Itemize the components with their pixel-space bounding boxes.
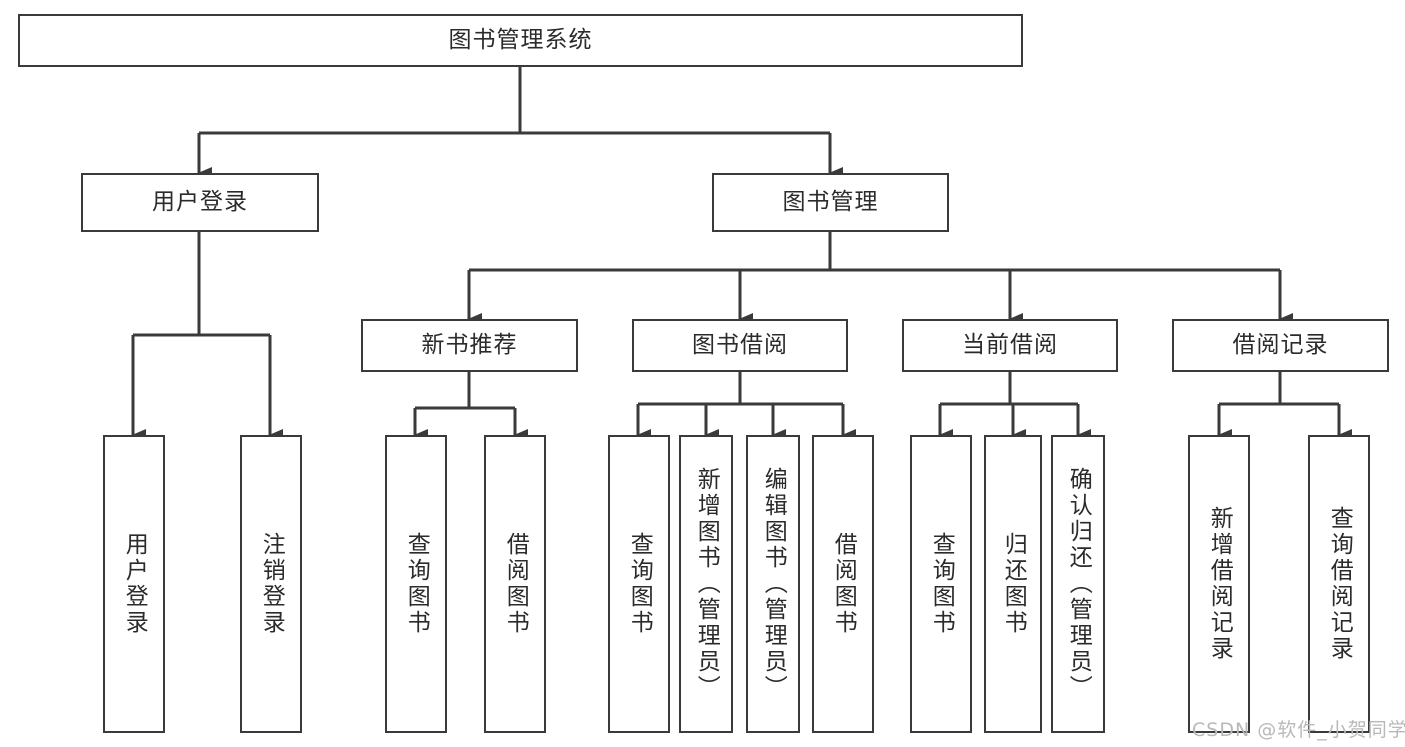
node-leaf-borrow-book-2-label: 借阅图书 — [830, 532, 857, 636]
node-leaf-logout[interactable]: 注销登录 — [240, 435, 302, 733]
node-leaf-return-book-label: 归还图书 — [1000, 532, 1027, 636]
node-user-login-label: 用户登录 — [152, 188, 248, 215]
node-leaf-logout-label: 注销登录 — [258, 532, 285, 636]
node-leaf-borrow-book-1[interactable]: 借阅图书 — [484, 435, 546, 733]
node-leaf-query-book-2[interactable]: 查询图书 — [608, 435, 670, 733]
node-book-borrow-label: 图书借阅 — [692, 331, 788, 358]
node-leaf-confirm-return-label: 确认归还（管理员） — [1065, 467, 1092, 701]
node-root[interactable]: 图书管理系统 — [18, 14, 1023, 67]
node-book-borrow[interactable]: 图书借阅 — [632, 319, 848, 372]
node-new-book-recommend[interactable]: 新书推荐 — [361, 319, 578, 372]
node-leaf-confirm-return[interactable]: 确认归还（管理员） — [1051, 435, 1105, 733]
node-leaf-query-book-1-label: 查询图书 — [403, 532, 430, 636]
node-leaf-query-record[interactable]: 查询借阅记录 — [1308, 435, 1370, 733]
node-leaf-borrow-book-2[interactable]: 借阅图书 — [812, 435, 874, 733]
node-leaf-query-book-3[interactable]: 查询图书 — [910, 435, 972, 733]
node-new-book-recommend-label: 新书推荐 — [421, 331, 518, 358]
node-leaf-add-book[interactable]: 新增图书（管理员） — [679, 435, 733, 733]
node-leaf-add-record[interactable]: 新增借阅记录 — [1188, 435, 1250, 733]
node-leaf-user-login[interactable]: 用户登录 — [103, 435, 165, 733]
node-leaf-return-book[interactable]: 归还图书 — [984, 435, 1042, 733]
node-leaf-user-login-label: 用户登录 — [121, 532, 148, 636]
node-current-borrow-label: 当前借阅 — [962, 331, 1058, 358]
watermark: CSDN @软件_小贺同学 — [1192, 719, 1405, 741]
node-root-label: 图书管理系统 — [448, 26, 593, 53]
node-leaf-query-book-1[interactable]: 查询图书 — [385, 435, 447, 733]
node-leaf-query-record-label: 查询借阅记录 — [1326, 506, 1353, 662]
node-leaf-add-book-label: 新增图书（管理员） — [693, 467, 720, 701]
node-leaf-borrow-book-1-label: 借阅图书 — [502, 532, 529, 636]
node-borrow-record[interactable]: 借阅记录 — [1172, 319, 1389, 372]
node-current-borrow[interactable]: 当前借阅 — [902, 319, 1118, 372]
node-book-manage[interactable]: 图书管理 — [712, 173, 949, 232]
node-borrow-record-label: 借阅记录 — [1232, 331, 1329, 358]
node-leaf-edit-book[interactable]: 编辑图书（管理员） — [746, 435, 800, 733]
node-user-login[interactable]: 用户登录 — [81, 173, 319, 232]
node-leaf-query-book-2-label: 查询图书 — [626, 532, 653, 636]
node-leaf-edit-book-label: 编辑图书（管理员） — [760, 467, 787, 701]
node-leaf-add-record-label: 新增借阅记录 — [1206, 506, 1233, 662]
node-leaf-query-book-3-label: 查询图书 — [928, 532, 955, 636]
node-book-manage-label: 图书管理 — [782, 188, 879, 215]
